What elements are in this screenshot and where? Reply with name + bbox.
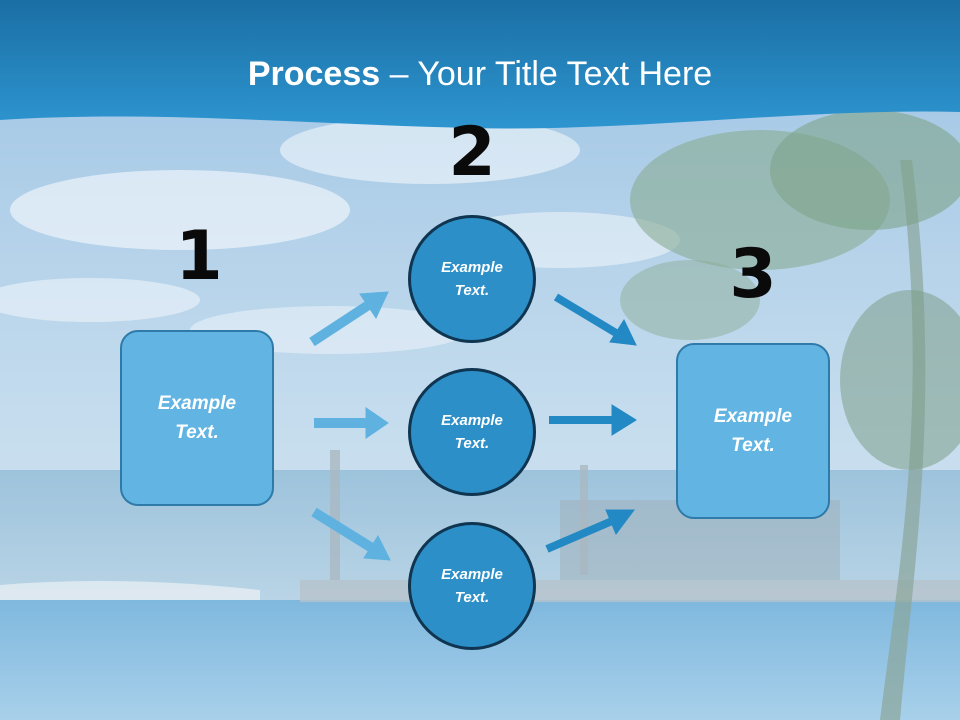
circle-middle-line-2: Text. — [454, 435, 490, 452]
step-number-1: 1 — [175, 217, 223, 296]
circle-bottom-line-2: Text. — [454, 589, 490, 606]
right-process-box[interactable]: Example Text. — [676, 343, 830, 519]
title-bold: Process — [247, 55, 381, 93]
arrow-top-to-right — [553, 293, 637, 346]
circle-middle-line-1: Example — [441, 412, 503, 429]
arrow-left-to-bottom — [311, 507, 391, 561]
right-box-line-1: Example — [713, 406, 793, 427]
arrow-left-to-middle — [314, 407, 389, 439]
slide-title: Process – Your Title Text Here — [0, 52, 960, 96]
left-box-line-1: Example — [157, 393, 237, 414]
arrow-left-to-top — [309, 291, 389, 347]
step-number-2: 2 — [448, 113, 496, 192]
arrow-middle-to-right — [549, 404, 637, 436]
title-rest: – Your Title Text Here — [380, 55, 713, 93]
step-number-3: 3 — [729, 235, 777, 314]
arrow-bottom-to-right — [545, 509, 635, 553]
right-box-line-2: Text. — [731, 435, 775, 456]
process-circle-top[interactable]: Example Text. — [408, 215, 536, 343]
circle-top-line-1: Example — [441, 259, 503, 276]
left-process-box[interactable]: Example Text. — [120, 330, 274, 506]
left-box-line-2: Text. — [175, 422, 219, 443]
process-circle-bottom[interactable]: Example Text. — [408, 522, 536, 650]
circle-bottom-line-1: Example — [441, 566, 503, 583]
circle-top-line-2: Text. — [454, 282, 490, 299]
process-circle-middle[interactable]: Example Text. — [408, 368, 536, 496]
